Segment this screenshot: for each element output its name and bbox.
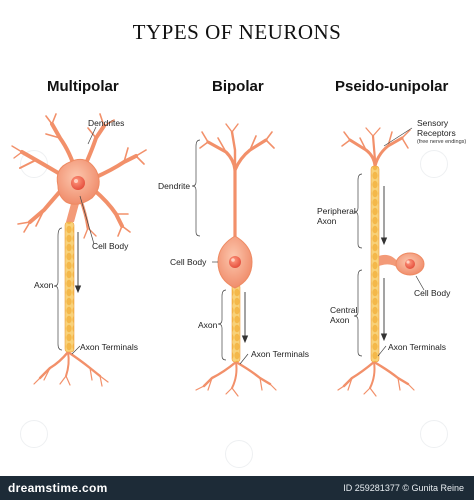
label-sensory: Sensory	[417, 118, 449, 128]
heading-pseudo-unipolar: Pseido-unipolar	[335, 78, 449, 95]
label-axon-terminals: Axon Terminals	[80, 342, 138, 352]
label-pseudo-cell-body: Cell Body	[414, 288, 451, 298]
watermark-mark	[20, 420, 48, 448]
page-title: TYPES OF NEURONS	[132, 20, 342, 44]
watermark-mark	[225, 440, 253, 468]
label-central-axon: Axon	[330, 315, 350, 325]
multipolar-neuron	[11, 113, 147, 387]
bipolar-neuron	[195, 123, 277, 397]
label-peripheral: Peripheral	[317, 206, 356, 216]
label-dendrites: Dendrites	[88, 118, 125, 128]
footer-image-id: ID 259281377 © Gunita Reine	[343, 483, 464, 493]
heading-multipolar: Multipolar	[47, 78, 119, 95]
pseudo-unipolar-neuron	[337, 127, 425, 397]
label-pointers	[53, 126, 425, 365]
label-receptors: Receptors	[417, 128, 456, 138]
heading-bipolar: Bipolar	[212, 78, 264, 95]
label-free-nerve-endings: (free nerve endings)	[417, 139, 467, 145]
label-pseudo-axon-terminals: Axon Terminals	[388, 342, 446, 352]
label-axon: Axon	[34, 280, 54, 290]
watermark-mark	[20, 150, 48, 178]
signal-arrows	[74, 186, 388, 344]
neurons-illustration	[11, 113, 425, 397]
watermark-mark	[420, 420, 448, 448]
watermark-mark	[420, 150, 448, 178]
label-peripheral-axon: Axon	[317, 216, 337, 226]
footer-bar: dreamstime.com ID 259281377 © Gunita Rei…	[0, 476, 474, 500]
label-bipolar-axon: Axon	[198, 320, 218, 330]
label-cell-body: Cell Body	[92, 241, 129, 251]
label-bipolar-axon-terminals: Axon Terminals	[251, 349, 309, 359]
label-bipolar-cell-body: Cell Body	[170, 257, 207, 267]
label-dendrite: Dendrite	[158, 181, 191, 191]
footer-logo[interactable]: dreamstime.com	[8, 481, 108, 495]
label-central: Central	[330, 305, 358, 315]
